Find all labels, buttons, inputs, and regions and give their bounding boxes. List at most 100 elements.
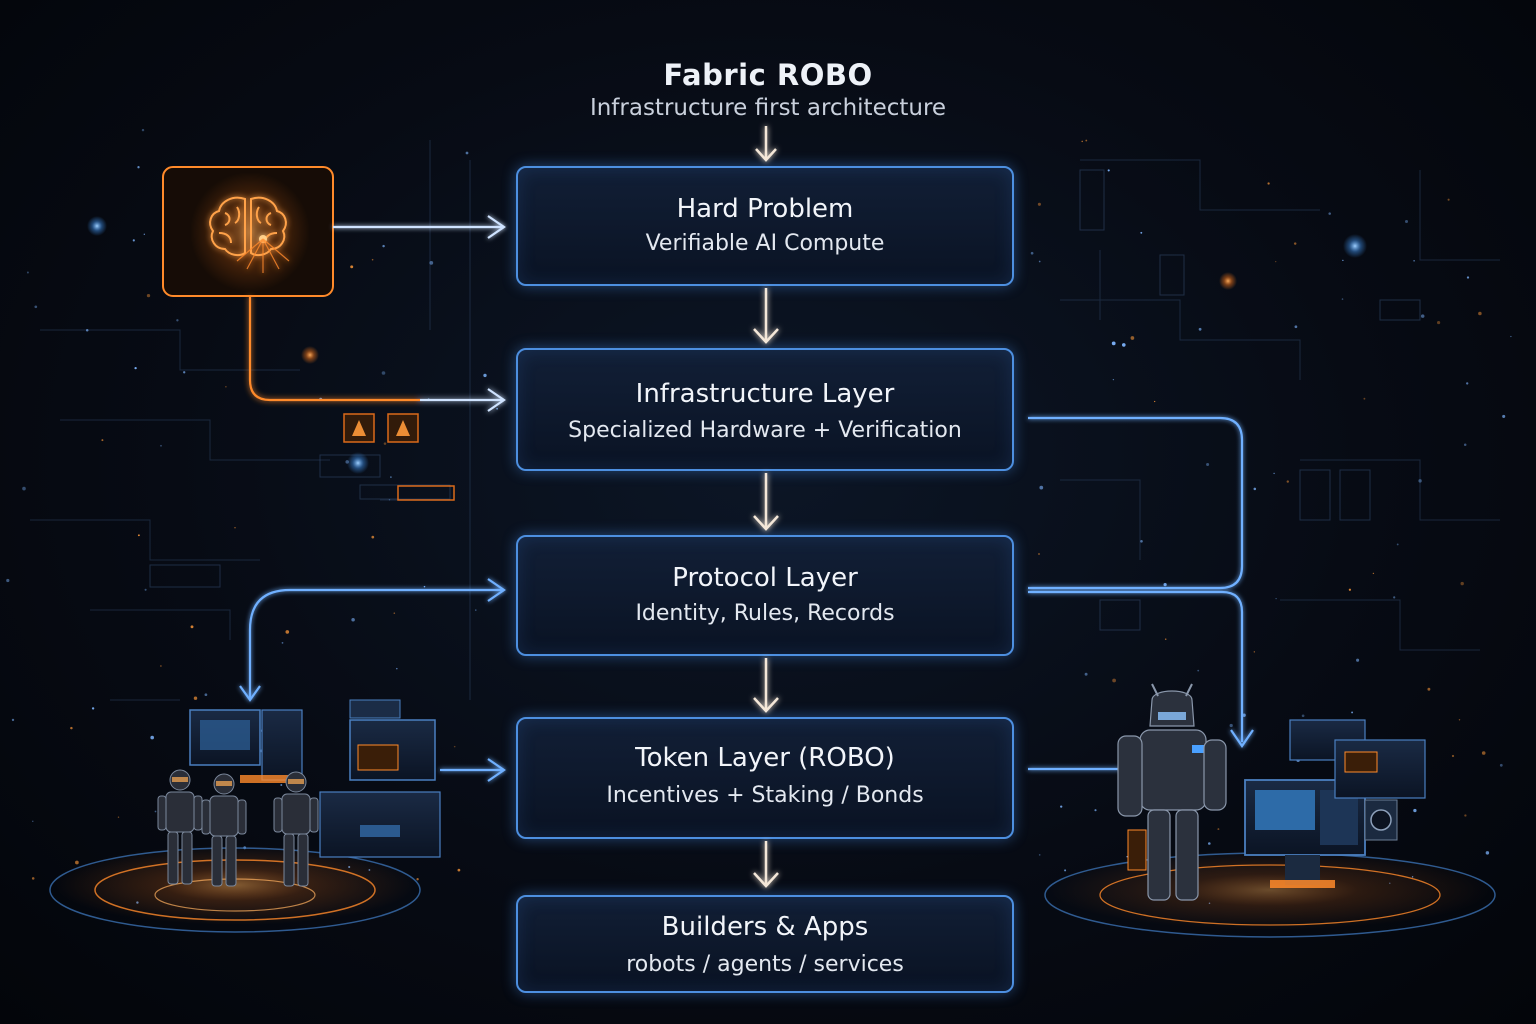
star-dot <box>1112 378 1115 381</box>
star-dot <box>117 816 120 818</box>
blue-glow-dot <box>347 452 369 474</box>
star-dot <box>475 609 477 611</box>
star-dot <box>143 233 145 235</box>
star-dot <box>146 293 151 298</box>
star-dot <box>1463 443 1467 447</box>
star-dot <box>1466 382 1469 385</box>
star-dot <box>1485 851 1490 855</box>
star-dot <box>1267 182 1270 185</box>
star-dot <box>1217 828 1220 831</box>
star-dot <box>1081 140 1083 143</box>
star-dot <box>1121 343 1126 347</box>
star-dot <box>1164 638 1167 640</box>
star-dot <box>429 261 434 265</box>
star-dot <box>1242 713 1246 717</box>
star-dot <box>134 366 137 370</box>
star-dot <box>393 612 396 614</box>
hard-problem-box: Hard Problem Verifiable AI Compute <box>516 166 1014 286</box>
hard-problem-subtitle: Verifiable AI Compute <box>645 231 885 256</box>
star-dot <box>319 397 323 401</box>
star-dot <box>1111 341 1116 346</box>
star-dot <box>1206 462 1210 467</box>
star-dot <box>1151 739 1155 742</box>
protocol-layer-subtitle: Identity, Rules, Records <box>635 601 895 626</box>
star-dot <box>1253 651 1255 653</box>
star-dot <box>1372 572 1375 575</box>
star-dot <box>1184 702 1188 706</box>
star-dot <box>1427 687 1431 691</box>
star-dot <box>1253 487 1257 491</box>
star-dot <box>1478 311 1482 316</box>
blue-glow-dot <box>1343 234 1367 258</box>
star-dot <box>465 151 469 155</box>
star-dot <box>22 486 26 491</box>
star-dot <box>371 535 375 539</box>
infrastructure-layer-box: Infrastructure Layer Specialized Hardwar… <box>516 348 1014 471</box>
star-dot <box>1447 198 1450 201</box>
star-dot <box>382 244 385 248</box>
star-dot <box>1356 658 1360 662</box>
star-dot <box>1084 672 1088 676</box>
star-dot <box>160 665 162 667</box>
star-dot <box>225 385 227 388</box>
star-dot <box>1437 321 1441 325</box>
star-dot <box>137 534 140 537</box>
orange-glow-dot <box>1219 272 1237 290</box>
star-dot <box>160 444 162 447</box>
star-dot <box>416 878 419 881</box>
star-dot <box>1464 814 1467 817</box>
star-dot <box>1037 202 1041 206</box>
star-dot <box>1348 588 1352 591</box>
star-dot <box>496 407 498 410</box>
builders-apps-box: Builders & Apps robots / agents / servic… <box>516 895 1014 993</box>
star-dot <box>1363 397 1366 400</box>
star-dot <box>371 258 374 261</box>
star-dot <box>31 877 35 880</box>
star-dot <box>1112 678 1116 683</box>
star-dot <box>1197 669 1200 672</box>
brain-panel <box>162 166 334 297</box>
star-dot <box>32 820 34 822</box>
star-dot <box>1341 298 1344 300</box>
star-dot <box>91 707 95 710</box>
star-dot <box>381 371 386 375</box>
star-dot <box>1140 231 1143 234</box>
star-dot <box>1275 597 1277 600</box>
star-dot <box>1301 714 1305 718</box>
star-dot <box>483 373 487 378</box>
star-dot <box>1198 327 1202 331</box>
star-dot <box>1294 325 1298 329</box>
star-dot <box>1038 854 1041 856</box>
star-dot <box>1273 472 1275 475</box>
star-dot <box>1060 805 1063 808</box>
token-layer-title: Token Layer (ROBO) <box>635 743 895 773</box>
star-dot <box>1420 314 1425 318</box>
star-dot <box>150 735 154 740</box>
star-dot <box>70 726 73 730</box>
star-dot <box>1094 809 1097 812</box>
star-dot <box>1163 583 1167 587</box>
star-dot <box>1466 276 1470 279</box>
star-dot <box>285 630 290 634</box>
star-dot <box>427 398 430 400</box>
star-dot <box>1038 553 1040 555</box>
star-dot <box>1481 751 1486 755</box>
star-dot <box>1458 719 1461 721</box>
star-dot <box>1328 212 1331 215</box>
right-platform <box>1044 719 1496 938</box>
protocol-layer-title: Protocol Layer <box>672 563 858 593</box>
star-dot <box>26 271 29 274</box>
star-dot <box>350 265 354 269</box>
star-dot <box>1342 259 1344 261</box>
star-dot <box>1502 414 1506 418</box>
star-dot <box>1275 260 1277 263</box>
star-dot <box>132 239 135 242</box>
infrastructure-layer-title: Infrastructure Layer <box>635 379 895 409</box>
star-dot <box>1393 596 1396 599</box>
star-dot <box>1418 479 1422 483</box>
star-dot <box>1207 842 1211 845</box>
star-dot <box>390 476 392 478</box>
star-dot <box>1413 808 1417 813</box>
